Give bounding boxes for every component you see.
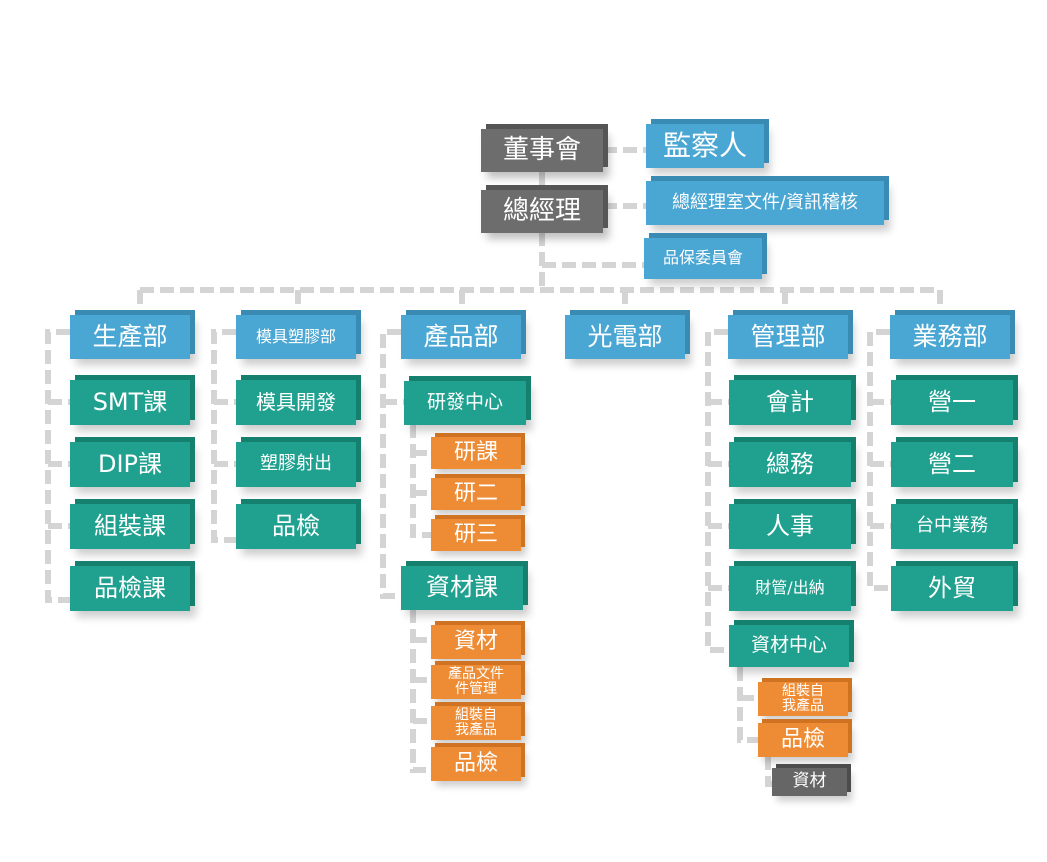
dept-sales: 業務部	[890, 315, 1010, 359]
gm-office-node: 總經理室文件/資訊稽核	[646, 181, 884, 225]
unit-mold-qc: 品檢	[236, 504, 356, 549]
unit-product-qc: 品檢	[431, 747, 521, 781]
unit-hr: 人事	[729, 504, 851, 549]
supervisor-node: 監察人	[646, 124, 764, 168]
unit-center-self-assembly: 組裝自 我產品	[758, 682, 848, 716]
unit-finance: 財管/出納	[729, 566, 851, 611]
unit-general-affairs: 總務	[729, 442, 851, 487]
dept-production: 生產部	[70, 315, 190, 359]
unit-rd3: 研三	[431, 519, 521, 551]
unit-self-assembly: 組裝自 我產品	[431, 706, 521, 740]
unit-center-materials: 資材	[772, 768, 847, 796]
unit-center-qc: 品檢	[758, 723, 848, 757]
dept-product: 產品部	[401, 315, 521, 359]
dept-mold-plastic: 模具塑膠部	[236, 315, 356, 359]
unit-assembly: 組裝課	[70, 504, 190, 549]
dept-optoelectronics: 光電部	[565, 315, 685, 359]
dept-management: 管理部	[728, 315, 848, 359]
unit-rd1: 研課	[431, 437, 521, 469]
rd-center: 研發中心	[404, 381, 526, 425]
unit-injection: 塑膠射出	[236, 442, 356, 487]
unit-sales1: 營一	[891, 380, 1013, 425]
unit-dip: DIP課	[70, 442, 190, 487]
materials-section: 資材課	[401, 566, 523, 610]
unit-mold-dev: 模具開發	[236, 380, 356, 425]
unit-smt: SMT課	[70, 380, 190, 425]
unit-accounting: 會計	[729, 380, 851, 425]
unit-foreign-trade: 外貿	[891, 566, 1013, 611]
materials-center: 資材中心	[729, 625, 849, 667]
unit-product-docs: 產品文件 件管理	[431, 665, 521, 699]
unit-taichung-sales: 台中業務	[891, 504, 1013, 549]
unit-qc: 品檢課	[70, 566, 190, 611]
unit-rd2: 研二	[431, 478, 521, 510]
unit-materials: 資材	[431, 625, 521, 659]
board-node: 董事會	[481, 129, 603, 172]
unit-sales2: 營二	[891, 442, 1013, 487]
general-manager-node: 總經理	[481, 190, 603, 233]
qa-committee-node: 品保委員會	[644, 238, 762, 279]
